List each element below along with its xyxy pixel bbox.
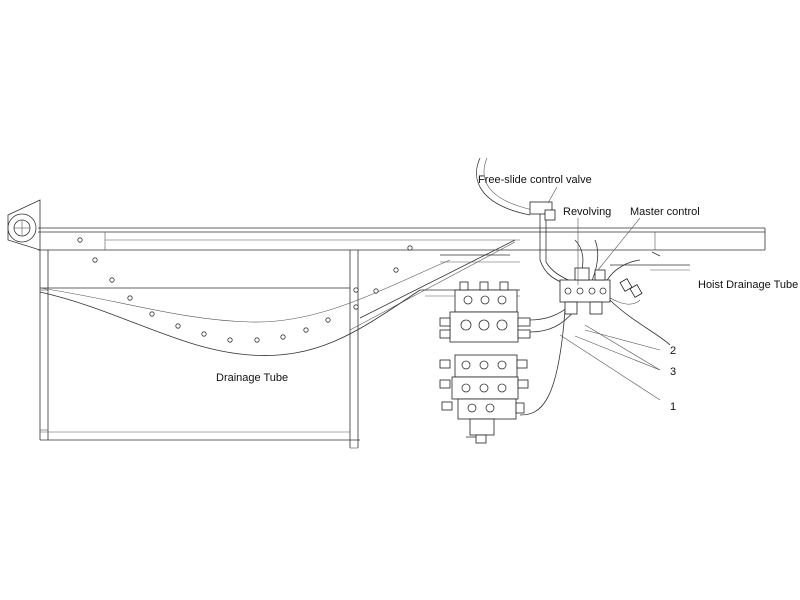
hoist-drainage-lines <box>610 264 690 271</box>
tube-clamp-holes <box>77 237 413 343</box>
leader-lines <box>547 186 661 401</box>
label-master-control: Master control <box>630 206 700 218</box>
callout-3: 3 <box>670 366 676 378</box>
boom-beam <box>38 227 766 251</box>
boom-hinge-pin <box>7 199 41 251</box>
drainage-tube-curve <box>39 259 451 356</box>
callout-2: 2 <box>670 345 676 357</box>
label-revolving: Revolving <box>563 206 611 218</box>
label-free-slide-control-valve: Free-slide control valve <box>478 174 592 186</box>
master-control-valve-block <box>559 267 643 315</box>
callout-1: 1 <box>670 401 676 413</box>
free-slide-valve <box>476 157 573 286</box>
carrier-frame <box>39 250 360 449</box>
control-valve-stack <box>439 281 531 444</box>
label-hoist-drainage-tube: Hoist Drainage Tube <box>698 279 798 291</box>
label-drainage-tube: Drainage Tube <box>216 372 288 384</box>
